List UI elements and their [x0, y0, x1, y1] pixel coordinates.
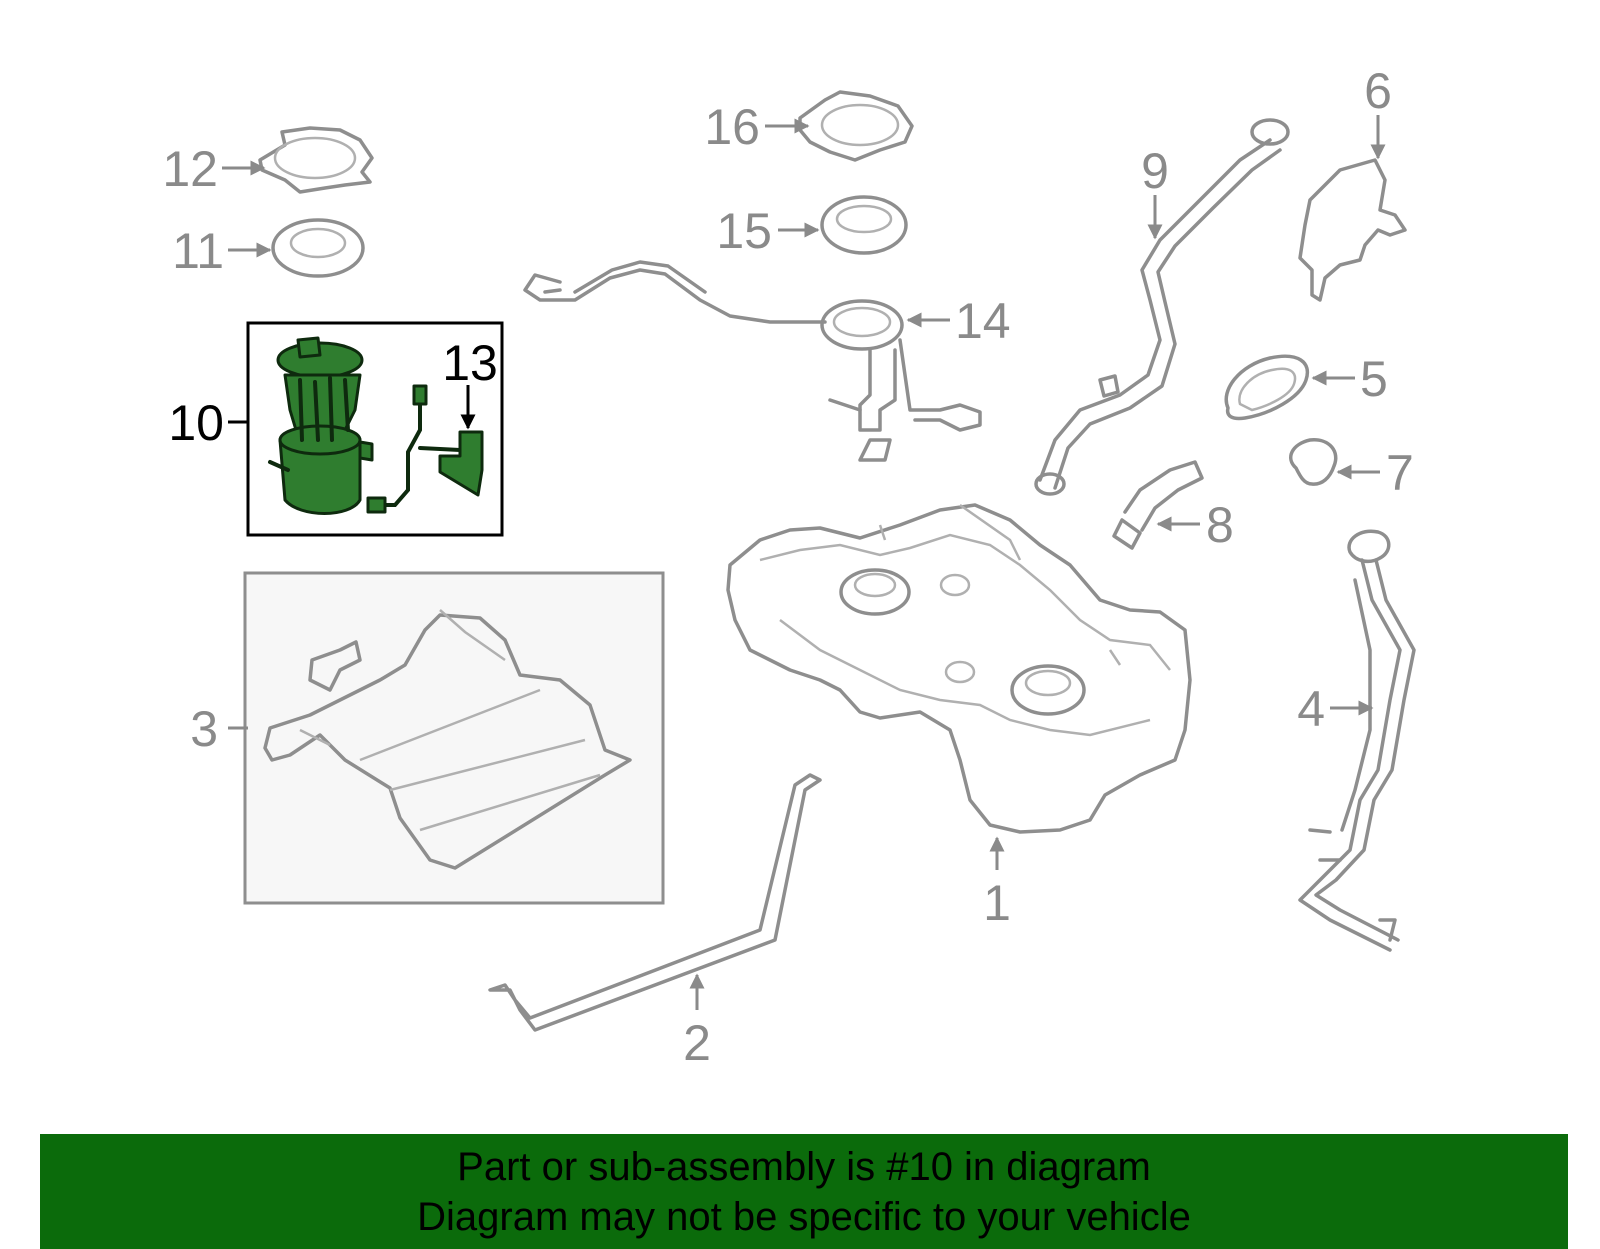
- part-8-hose: [1112, 460, 1204, 550]
- part-15-seal: [820, 195, 908, 255]
- callout-8: 8: [1206, 497, 1234, 553]
- part-3-heat-shield: [243, 571, 665, 905]
- part-10-highlight-box: [246, 321, 504, 537]
- callout-6: 6: [1364, 63, 1392, 119]
- callout-11: 11: [172, 223, 224, 279]
- leader-lines: [222, 115, 1386, 1010]
- part-6-bracket: [1298, 158, 1407, 302]
- callout-4: 4: [1297, 681, 1325, 737]
- callout-5: 5: [1360, 351, 1388, 407]
- part-16-lock-ring: [798, 90, 914, 162]
- part-7-cap: [1289, 438, 1338, 486]
- part-14-sender: [523, 260, 982, 462]
- part-4-filler-pipe: [1298, 529, 1416, 952]
- part-13-sender: [366, 384, 484, 514]
- part-1-fuel-tank: [726, 503, 1192, 834]
- callout-14: 14: [955, 293, 1011, 349]
- part-9-vent-hose: [1034, 118, 1290, 496]
- fuel-pump-module: [268, 336, 374, 515]
- callout-7: 7: [1386, 445, 1414, 501]
- callout-12: 12: [162, 141, 218, 197]
- part-2-strap: [488, 773, 822, 1032]
- callout-15: 15: [716, 203, 772, 259]
- part-12-lock-ring: [258, 126, 374, 194]
- parts-diagram: 1 2 3 4 5 6 7 8 9 10 11 12 13 14 15 16: [162, 63, 1416, 1071]
- part-11-seal: [271, 218, 365, 278]
- banner-line-1: Part or sub-assembly is #10 in diagram: [457, 1145, 1151, 1189]
- info-banner: Part or sub-assembly is #10 in diagram D…: [40, 1134, 1568, 1249]
- callout-1: 1: [983, 875, 1011, 931]
- callout-9: 9: [1141, 143, 1169, 199]
- callout-10: 10: [168, 395, 224, 451]
- callout-2: 2: [683, 1015, 711, 1071]
- part-5-gasket: [1224, 354, 1310, 421]
- callout-3: 3: [190, 701, 218, 757]
- callout-13: 13: [442, 335, 498, 391]
- banner-line-2: Diagram may not be specific to your vehi…: [417, 1195, 1191, 1239]
- callout-16: 16: [704, 99, 760, 155]
